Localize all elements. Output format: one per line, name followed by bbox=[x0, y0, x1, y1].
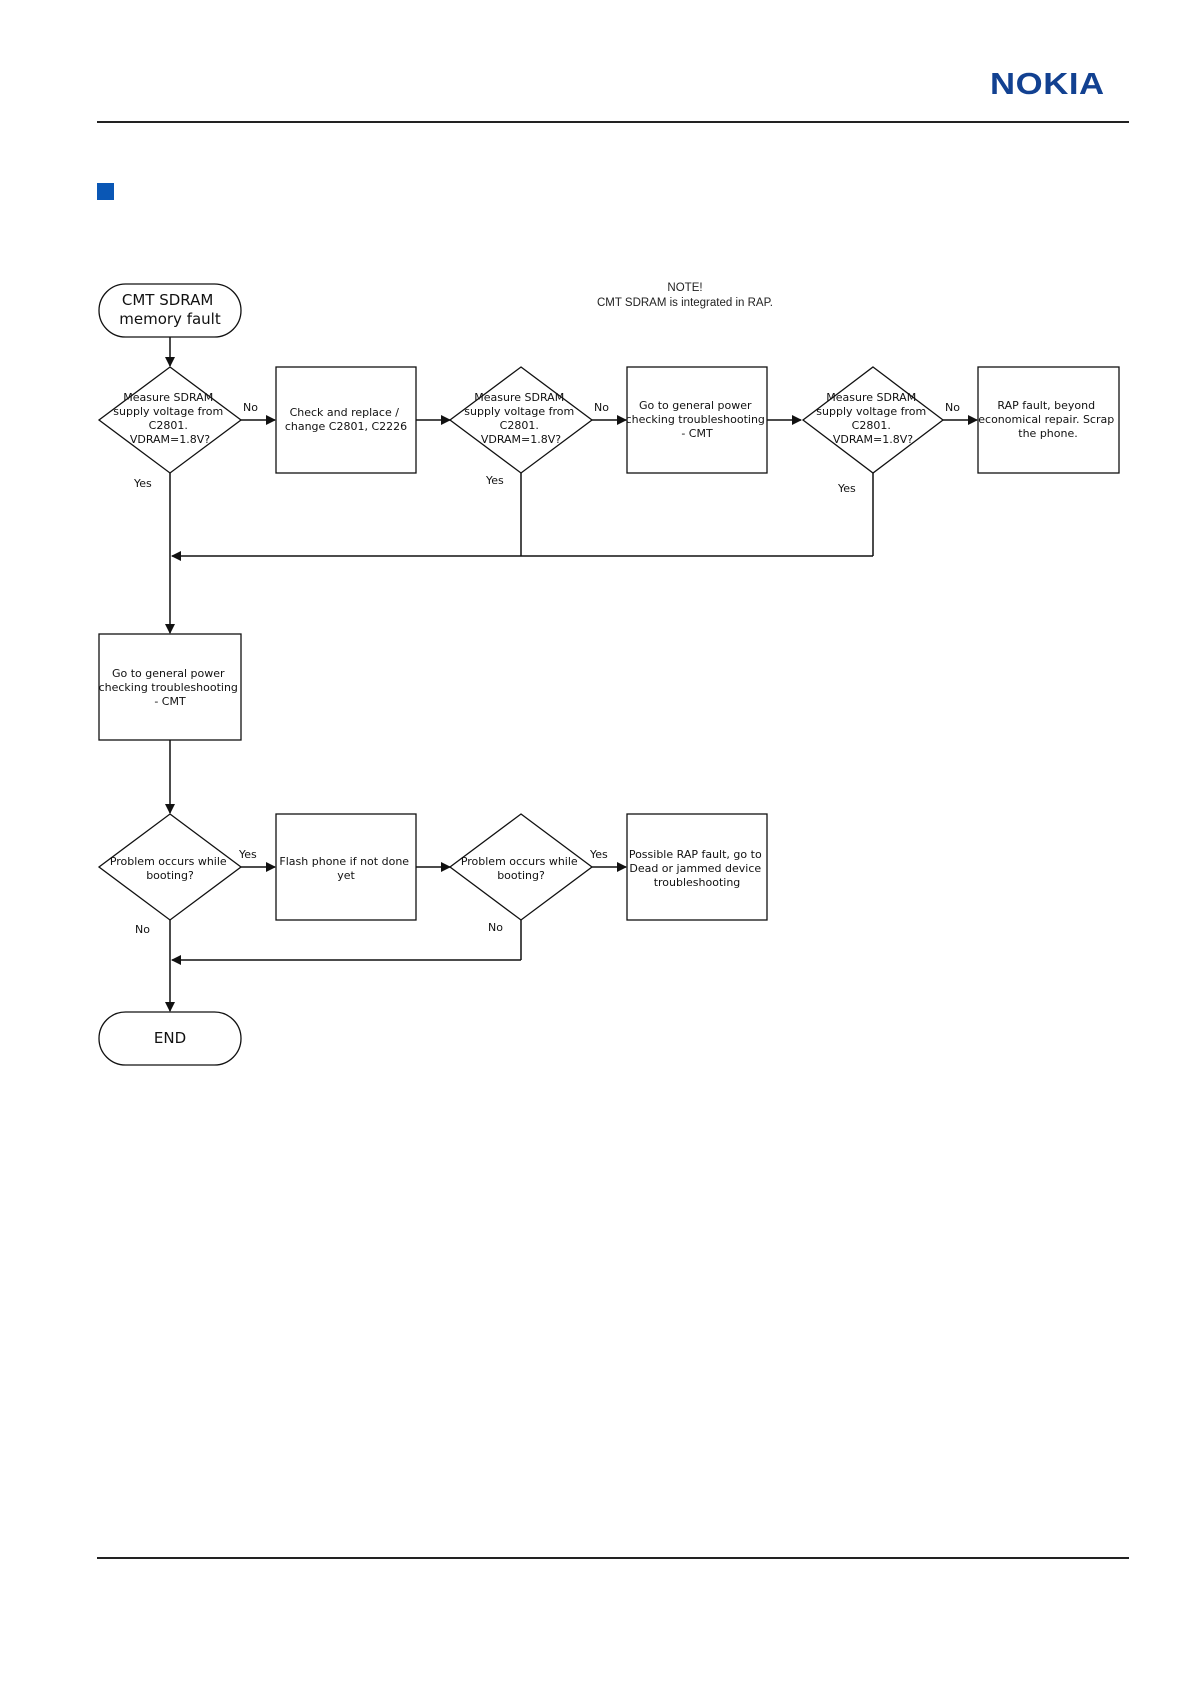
booting1-text: Problem occurs while booting? bbox=[110, 855, 230, 882]
label-no-measure2: No bbox=[594, 401, 609, 414]
note-text: CMT SDRAM is integrated in RAP. bbox=[597, 297, 773, 309]
booting2-decision bbox=[448, 813, 594, 921]
measure3-text: Measure SDRAM supply voltage from C2801.… bbox=[816, 391, 929, 446]
rap-fault-box bbox=[977, 366, 1120, 474]
flash-box bbox=[275, 813, 417, 921]
power-check2-box bbox=[98, 633, 242, 741]
nokia-logo: NOKIA bbox=[990, 66, 1105, 101]
power-check2-text: Go to general power checking troubleshoo… bbox=[99, 667, 242, 708]
connectors bbox=[165, 337, 978, 1012]
check-replace-text: Check and replace / change C2801, C2226 bbox=[285, 406, 407, 433]
label-no-booting1: No bbox=[135, 923, 150, 936]
section-bullet-icon bbox=[97, 183, 114, 200]
flash-text: Flash phone if not done yet bbox=[279, 855, 412, 882]
power-check1-text: Go to general power checking troubleshoo… bbox=[626, 399, 769, 440]
possible-rap-text: Possible RAP fault, go to Dead or jammed… bbox=[629, 848, 765, 889]
note: NOTE! CMT SDRAM is integrated in RAP. bbox=[560, 281, 810, 311]
measure2-decision bbox=[448, 366, 594, 474]
start-terminal bbox=[98, 283, 242, 338]
measure1-text: Measure SDRAM supply voltage from C2801.… bbox=[113, 391, 226, 446]
shapes bbox=[97, 283, 1120, 1066]
rap-fault-text: RAP fault, beyond economical repair. Scr… bbox=[978, 399, 1117, 440]
label-yes-measure2: Yes bbox=[485, 474, 504, 487]
booting2-text: Problem occurs while booting? bbox=[461, 855, 581, 882]
header-rule bbox=[97, 121, 1129, 123]
label-no-booting2: No bbox=[488, 921, 503, 934]
measure3-decision bbox=[801, 366, 945, 474]
check-replace-box bbox=[275, 366, 417, 474]
end-terminal bbox=[98, 1011, 242, 1066]
note-title: NOTE! bbox=[667, 282, 703, 294]
start-text: CMT SDRAM memory fault bbox=[119, 291, 221, 328]
label-no-measure3: No bbox=[945, 401, 960, 414]
measure2-text: Measure SDRAM supply voltage from C2801.… bbox=[464, 391, 577, 446]
booting1-decision bbox=[97, 813, 243, 921]
footer-rule bbox=[97, 1557, 1129, 1559]
label-yes-booting1: Yes bbox=[238, 848, 257, 861]
end-text: END bbox=[154, 1029, 186, 1047]
label-yes-booting2: Yes bbox=[589, 848, 608, 861]
possible-rap-box bbox=[626, 813, 768, 921]
measure1-decision bbox=[97, 366, 243, 474]
label-yes-measure1: Yes bbox=[133, 477, 152, 490]
label-yes-measure3: Yes bbox=[837, 482, 856, 495]
power-check1-box bbox=[626, 366, 768, 474]
label-no-measure1: No bbox=[243, 401, 258, 414]
